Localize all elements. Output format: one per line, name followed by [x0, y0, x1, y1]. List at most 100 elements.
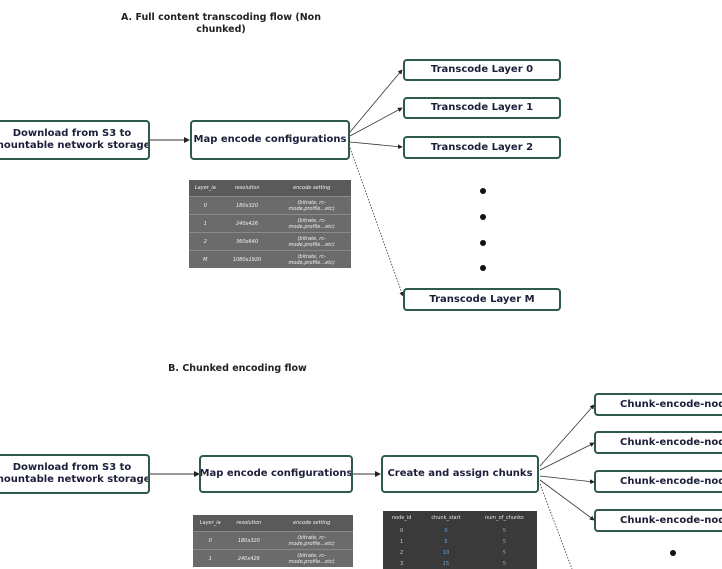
- layer-1-label: Transcode Layer 1: [430, 102, 534, 113]
- table-row: 2 10 5: [383, 547, 537, 558]
- table-header-cell: Layer_ia: [189, 180, 222, 197]
- map-encode-box-a: Map encode configurations: [190, 120, 350, 160]
- table-header-cell: chunk_start: [431, 515, 461, 521]
- table-cell: 0: [444, 527, 448, 534]
- layer-box-2: Transcode Layer 2: [403, 136, 561, 159]
- create-chunks-box: Create and assign chunks: [381, 455, 539, 493]
- encode-config-table-a: Layer_ia resolution encode setting 0 180…: [189, 180, 351, 268]
- edge-map-to-layer-0: [349, 69, 403, 133]
- chunk-node-box-1: Chunk-encode-node-1: [594, 431, 722, 454]
- ellipsis-dot: [480, 214, 486, 220]
- chunk-assignment-table: node_id chunk_start num_of_chunks 0 0 5 …: [383, 511, 537, 569]
- table-cell: (bitrate, rc- mode,profile...etc): [272, 214, 351, 233]
- download-a-line2: mountable network storage: [0, 140, 150, 151]
- table-cell: 5: [502, 527, 506, 534]
- chunk-node-box-3: Chunk-encode-node-3: [594, 509, 722, 532]
- table-row: 0 180x320 (bitrate, rc- mode,profile...e…: [189, 196, 351, 215]
- table-cell: (bitrate, rc- mode,profile...etc): [272, 196, 351, 215]
- table-cell: 5: [444, 538, 448, 545]
- chunk-node-3-label: Chunk-encode-node-3: [620, 514, 722, 526]
- map-encode-b-label: Map encode configurations: [199, 468, 353, 479]
- table-row: 0 180x320 (bitrate, rc- mode,profile...e…: [193, 531, 353, 550]
- table-header-cell: encode setting: [270, 515, 353, 532]
- table-cell: 1: [400, 538, 404, 545]
- section-b-title: B. Chunked encoding flow: [150, 363, 325, 375]
- table-cell: 1: [193, 549, 228, 567]
- download-b-line2: mountable network storage: [0, 474, 150, 485]
- table-cell: 0: [400, 527, 404, 534]
- table-header-cell: resolution: [227, 515, 271, 532]
- edge-map-to-layer-2: [349, 141, 403, 150]
- edge-map-to-layer-1: [349, 107, 403, 137]
- table-cell: (bitrate, rc- mode,profile...etc): [272, 250, 351, 268]
- layer-2-label: Transcode Layer 2: [430, 141, 534, 153]
- table-header-cell: num_of_chunks: [484, 515, 524, 521]
- table-row: 1 240x426 (bitrate, rc- mode,profile...e…: [193, 549, 353, 567]
- chunk-node-box-0: Chunk-encode-node-0: [594, 393, 722, 416]
- table-cell: M: [189, 250, 222, 268]
- section-a-title-line1: A. Full content transcoding flow (Non: [121, 12, 321, 23]
- table-cell: (bitrate, rc- mode,profile...etc): [272, 232, 351, 251]
- layer-0-label: Transcode Layer 0: [430, 64, 534, 75]
- edge-chunks-to-node-1: [539, 442, 595, 471]
- edge-chunks-to-node-m: [539, 483, 573, 569]
- create-chunks-label: Create and assign chunks: [387, 468, 533, 479]
- table-cell: (bitrate, rc- mode,profile...etc): [270, 549, 353, 567]
- edge-map-to-layer-m: [349, 147, 404, 297]
- table-header-cell: resolution: [221, 180, 273, 197]
- table-cell: 2: [189, 232, 222, 251]
- table-row: 0 0 5: [383, 525, 537, 536]
- table-row: 2 360x640 (bitrate, rc- mode,profile...e…: [189, 232, 351, 251]
- table-header-row: Layer_ia resolution encode setting: [193, 515, 353, 532]
- ellipsis-dot: [480, 265, 486, 271]
- table-cell: 180x320: [221, 196, 273, 215]
- table-header-row: node_id chunk_start num_of_chunks: [383, 511, 537, 525]
- table-cell: 15: [442, 560, 450, 567]
- ellipsis-dot: [480, 188, 486, 194]
- edge-chunks-to-node-3: [539, 479, 595, 521]
- section-a-title: A. Full content transcoding flow (Non ch…: [110, 12, 332, 36]
- map-encode-a-label: Map encode configurations: [193, 134, 347, 145]
- download-a-line1: Download from S3 to: [12, 128, 132, 139]
- table-cell: 1: [189, 214, 222, 233]
- table-cell: 5: [502, 538, 506, 545]
- chunk-node-box-2: Chunk-encode-node-2: [594, 470, 722, 493]
- layer-box-m: Transcode Layer M: [403, 288, 561, 311]
- table-header-row: Layer_ia resolution encode setting: [189, 180, 351, 197]
- table-cell: 0: [193, 531, 228, 550]
- layer-box-1: Transcode Layer 1: [403, 97, 561, 119]
- table-cell: 2: [400, 549, 404, 556]
- table-header-cell: node_id: [391, 515, 412, 521]
- table-cell: 1080x1920: [221, 250, 273, 268]
- table-row: 1 240x426 (bitrate, rc- mode,profile...e…: [189, 214, 351, 233]
- chunk-node-0-label: Chunk-encode-node-0: [620, 398, 722, 410]
- download-b-line1: Download from S3 to: [12, 462, 132, 473]
- edge-chunks-to-node-2: [539, 475, 595, 484]
- ellipsis-dot: [480, 240, 486, 246]
- layer-box-0: Transcode Layer 0: [403, 59, 561, 81]
- chunk-node-1-label: Chunk-encode-node-1: [620, 436, 722, 448]
- table-cell: 360x640: [221, 232, 273, 251]
- encode-config-table-b: Layer_ia resolution encode setting 0 180…: [193, 515, 353, 567]
- table-row: 1 5 5: [383, 536, 537, 547]
- table-row: M 1080x1920 (bitrate, rc- mode,profile..…: [189, 250, 351, 268]
- table-cell: 0: [189, 196, 222, 215]
- table-cell: (bitrate, rc- mode,profile...etc): [270, 531, 353, 550]
- map-encode-box-b: Map encode configurations: [199, 455, 353, 493]
- section-b-title-text: B. Chunked encoding flow: [168, 363, 307, 374]
- section-a-title-line2: chunked): [196, 24, 246, 35]
- ellipsis-dot: [670, 550, 676, 556]
- table-cell: 240x426: [221, 214, 273, 233]
- download-box-b: Download from S3 to mountable network st…: [0, 454, 150, 494]
- table-row: 3 15 5: [383, 558, 537, 569]
- table-header-cell: Layer_ia: [193, 515, 228, 532]
- table-cell: 180x320: [227, 531, 271, 550]
- chunk-node-2-label: Chunk-encode-node-2: [620, 475, 722, 487]
- edge-chunks-to-node-0: [539, 404, 595, 467]
- table-header-cell: encode setting: [272, 180, 351, 197]
- table-cell: 3: [400, 560, 404, 567]
- table-cell: 5: [502, 549, 506, 556]
- download-box-a: Download from S3 to mountable network st…: [0, 120, 150, 160]
- table-cell: 5: [502, 560, 506, 567]
